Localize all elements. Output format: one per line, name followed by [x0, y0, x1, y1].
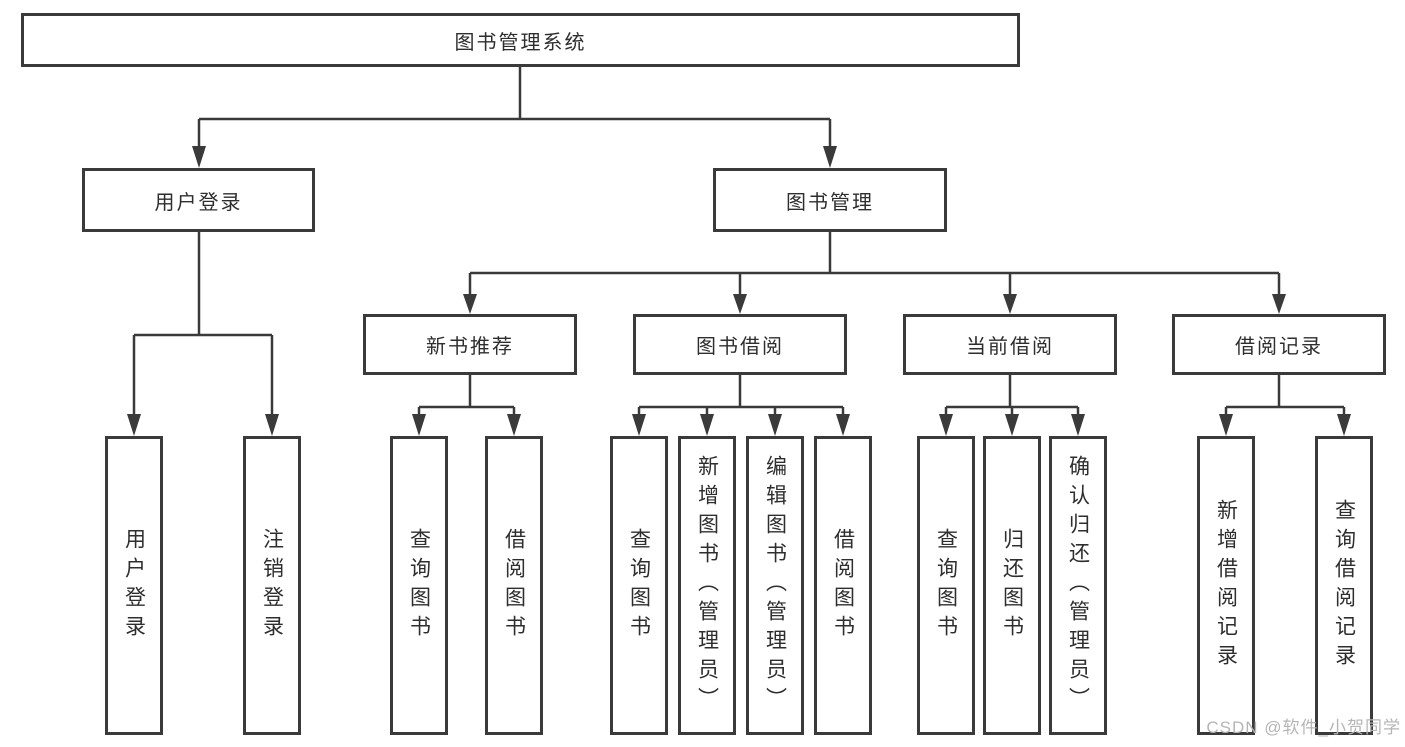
leaf-borrow-edit-books: 编辑图书（管理员）: [746, 436, 804, 735]
leaf-records-query-record: 查询借阅记录: [1315, 436, 1373, 735]
node-root: 图书管理系统: [21, 13, 1020, 67]
leaf-borrow-add-books: 新增图书（管理员）: [678, 436, 736, 735]
leaf-records-add-record: 新增借阅记录: [1197, 436, 1255, 735]
leaf-logout: 注销登录: [243, 436, 301, 735]
node-user-login: 用户登录: [82, 168, 315, 232]
leaf-current-return-books: 归还图书: [983, 436, 1041, 735]
leaf-borrow-borrow-books: 借阅图书: [814, 436, 872, 735]
leaf-recommend-query-books: 查询图书: [390, 436, 448, 735]
node-book-borrowing: 图书借阅: [633, 314, 847, 375]
leaf-recommend-borrow-books: 借阅图书: [485, 436, 543, 735]
watermark: CSDN @软件_小贺同学: [1206, 718, 1401, 737]
node-book-management: 图书管理: [713, 168, 947, 232]
leaf-user-login: 用户登录: [105, 436, 163, 735]
node-borrowing-records: 借阅记录: [1172, 314, 1386, 375]
node-new-book-recommend: 新书推荐: [363, 314, 577, 375]
arrowheads: [127, 146, 1351, 436]
node-current-borrowing: 当前借阅: [903, 314, 1117, 375]
leaf-current-query-books: 查询图书: [917, 436, 975, 735]
leaf-current-confirm-return: 确认归还（管理员）: [1049, 436, 1107, 735]
leaf-borrow-query-books: 查询图书: [610, 436, 668, 735]
